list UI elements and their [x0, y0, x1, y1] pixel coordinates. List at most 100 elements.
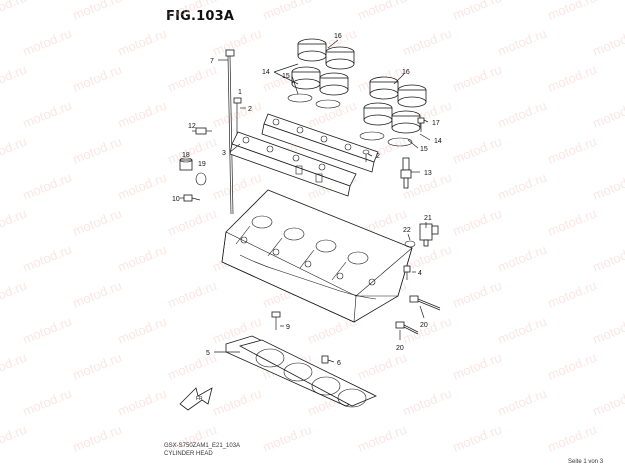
callout-16: 16	[334, 33, 342, 40]
watermark-text: motod.ru	[0, 62, 29, 95]
bolt-20-lower	[395, 321, 419, 335]
watermark-text: motod.ru	[591, 242, 625, 275]
callout-10: 10	[172, 196, 180, 203]
watermark-text: motod.ru	[496, 242, 549, 275]
watermark-text: motod.ru	[451, 0, 504, 23]
watermark-text: motod.ru	[71, 350, 124, 383]
bolt-4	[403, 265, 411, 280]
watermark-text: motod.ru	[591, 386, 625, 419]
dowel-6	[321, 355, 329, 364]
watermark-text: motod.ru	[546, 350, 599, 383]
watermark-text: motod.ru	[21, 386, 74, 419]
watermark-text: motod.ru	[451, 278, 504, 311]
watermark-text: motod.ru	[116, 98, 169, 131]
callout-5: 5	[206, 350, 210, 357]
callout-20-b: 20	[396, 345, 404, 352]
watermark-text: motod.ru	[211, 386, 264, 419]
fr-label: FR	[196, 396, 203, 402]
watermark-text: motod.ru	[71, 206, 124, 239]
oil-plug	[179, 157, 193, 171]
watermark-text: motod.ru	[546, 422, 599, 455]
callout-1: 1	[238, 89, 242, 96]
callout-4: 4	[418, 270, 422, 277]
watermark-text: motod.ru	[166, 350, 219, 383]
callout-17: 17	[432, 120, 440, 127]
model-code: GSX-S750ZAM1_E21_103A	[164, 443, 241, 449]
watermark-text: motod.ru	[401, 26, 454, 59]
o-ring-22	[404, 240, 416, 248]
watermark-text: motod.ru	[546, 278, 599, 311]
watermark-text: motod.ru	[166, 278, 219, 311]
temperature-sensor	[419, 223, 439, 247]
watermark-text: motod.ru	[356, 422, 409, 455]
bolt-17	[417, 117, 425, 132]
watermark-text: motod.ru	[71, 422, 124, 455]
watermark-text: motod.ru	[496, 314, 549, 347]
watermark-text: motod.ru	[451, 350, 504, 383]
watermark-text: motod.ru	[116, 386, 169, 419]
callout-22: 22	[403, 227, 411, 234]
watermark-text: motod.ru	[116, 170, 169, 203]
o-ring-19	[195, 172, 207, 186]
cylinder-head-gasket	[225, 335, 377, 408]
callout-15-b: 15	[420, 146, 428, 153]
callout-12: 12	[188, 123, 196, 130]
part-name: CYLINDER HEAD	[164, 451, 213, 457]
watermark-text: motod.ru	[261, 422, 314, 455]
watermark-text: motod.ru	[546, 0, 599, 23]
watermark-text: motod.ru	[496, 98, 549, 131]
callout-14-b: 14	[434, 138, 442, 145]
callout-14: 14	[262, 69, 270, 76]
watermark-text: motod.ru	[166, 0, 219, 23]
callout-21: 21	[424, 215, 432, 222]
watermark-text: motod.ru	[591, 98, 625, 131]
callout-7: 7	[210, 58, 214, 65]
watermark-text: motod.ru	[451, 422, 504, 455]
callout-16-b: 16	[402, 69, 410, 76]
watermark-text: motod.ru	[21, 242, 74, 275]
callout-6: 6	[337, 360, 341, 367]
watermark-text: motod.ru	[0, 422, 29, 455]
bolt-9	[271, 311, 281, 330]
page-indicator: Seite 1 von 3	[568, 459, 604, 465]
callout-13: 13	[424, 170, 432, 177]
callout-2-b: 2	[376, 153, 380, 160]
camshaft-holder-upper	[261, 113, 379, 173]
watermark-text: motod.ru	[591, 170, 625, 203]
watermark-text: motod.ru	[71, 62, 124, 95]
watermark-text: motod.ru	[211, 170, 264, 203]
watermark-text: motod.ru	[496, 170, 549, 203]
intake-boot-set-1	[287, 38, 355, 109]
dowel-pin	[195, 127, 212, 135]
watermark-text: motod.ru	[401, 314, 454, 347]
watermark-text: motod.ru	[116, 314, 169, 347]
watermark-text: motod.ru	[496, 386, 549, 419]
watermark-text: motod.ru	[546, 62, 599, 95]
watermark-text: motod.ru	[21, 170, 74, 203]
cylinder-head	[221, 189, 413, 323]
watermark-text: motod.ru	[0, 350, 29, 383]
bolt-20-upper	[409, 295, 441, 311]
callout-20: 20	[420, 322, 428, 329]
watermark-text: motod.ru	[496, 26, 549, 59]
watermark-text: motod.ru	[166, 206, 219, 239]
watermark-text: motod.ru	[166, 62, 219, 95]
watermark-text: motod.ru	[0, 278, 29, 311]
callout-15: 15	[282, 73, 290, 80]
watermark-text: motod.ru	[0, 206, 29, 239]
front-direction-arrow: FR	[179, 387, 213, 411]
spark-plug	[400, 157, 412, 189]
watermark-text: motod.ru	[356, 0, 409, 23]
watermark-text: motod.ru	[451, 134, 504, 167]
watermark-text: motod.ru	[21, 314, 74, 347]
watermark-text: motod.ru	[546, 134, 599, 167]
figure-title: FIG.103A	[166, 9, 235, 24]
watermark-text: motod.ru	[591, 314, 625, 347]
watermark-text: motod.ru	[591, 26, 625, 59]
stud-bolt	[225, 49, 235, 215]
watermark-text: motod.ru	[211, 26, 264, 59]
watermark-text: motod.ru	[21, 26, 74, 59]
callout-3: 3	[222, 150, 226, 157]
watermark-text: motod.ru	[546, 206, 599, 239]
